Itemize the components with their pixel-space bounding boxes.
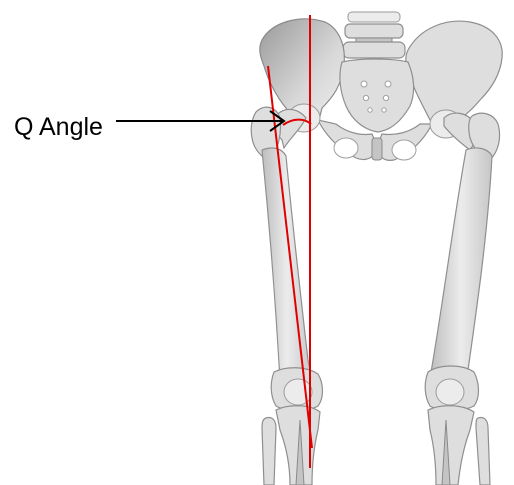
lumbar-spine [343, 12, 405, 58]
sacrum [340, 59, 414, 132]
left-femur [251, 104, 322, 411]
right-tibia [428, 406, 490, 485]
right-ilium [406, 21, 502, 126]
right-femur [425, 110, 499, 411]
